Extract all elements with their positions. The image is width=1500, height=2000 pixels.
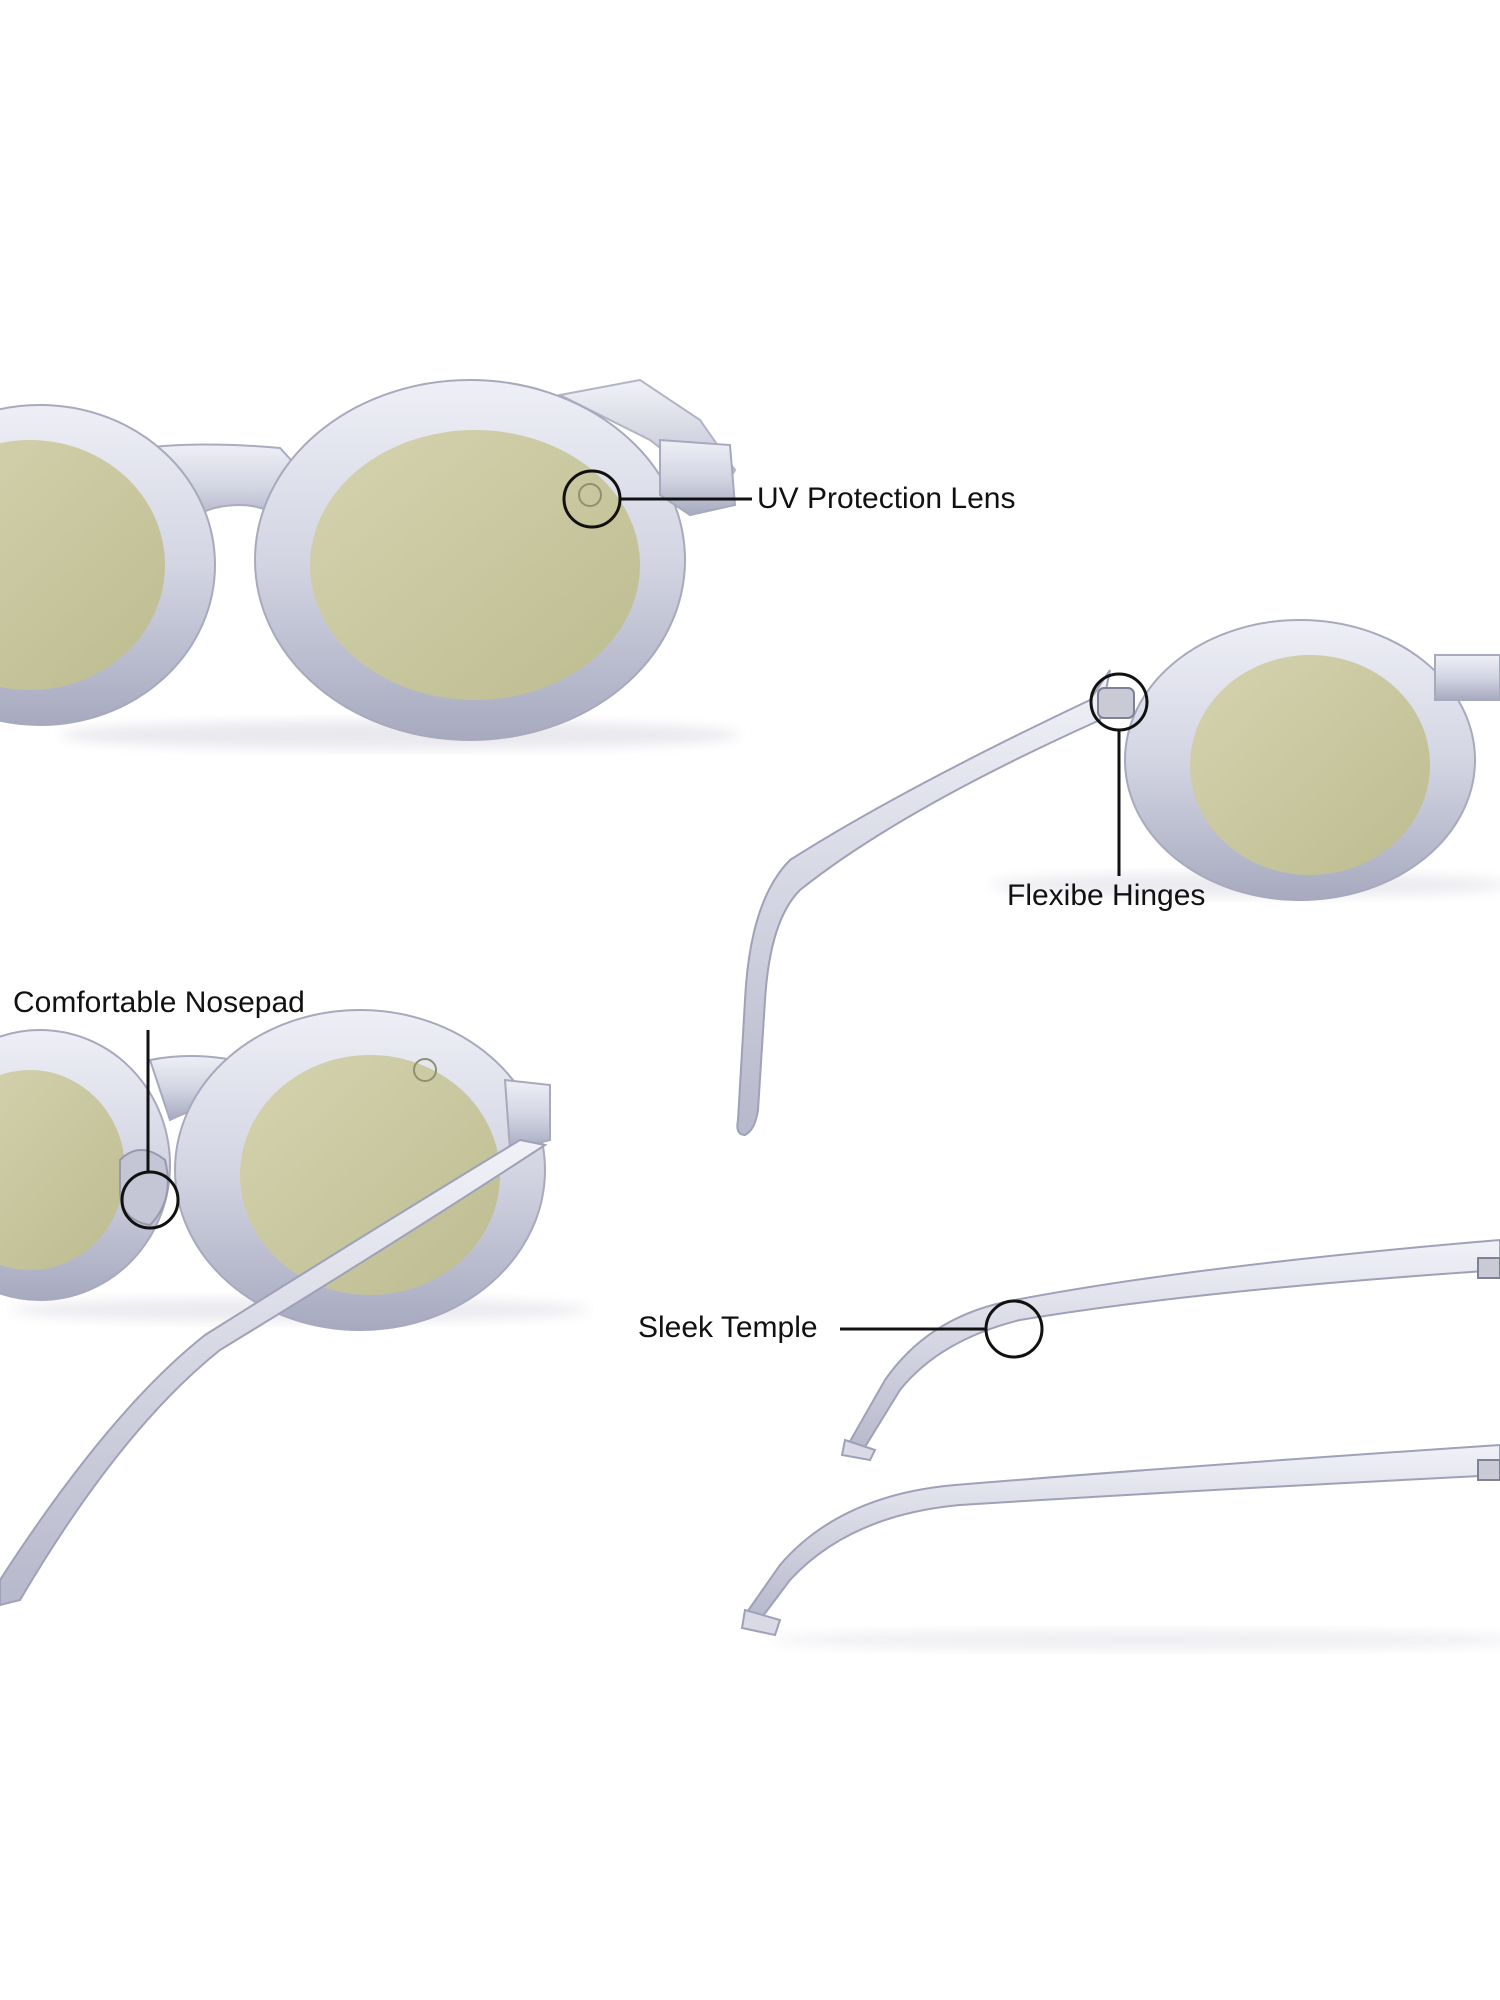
- temple-arm: [736, 669, 1111, 1137]
- shadow: [60, 721, 740, 749]
- shadow: [770, 1630, 1500, 1650]
- logo-mark: [578, 483, 602, 507]
- callout-circle: [120, 1170, 180, 1230]
- callout-temple: [840, 1299, 1044, 1359]
- upper-temple: [843, 1238, 1500, 1457]
- glasses-front-view: [0, 378, 740, 749]
- hinge: [1097, 687, 1135, 719]
- lower-temple-tip: [740, 1608, 782, 1637]
- right-lens: [310, 430, 640, 700]
- bridge: [1434, 654, 1500, 701]
- right-lens: [240, 1055, 500, 1295]
- glasses-back-view: [0, 1009, 590, 1607]
- comfortable-nosepad-label: Comfortable Nosepad: [13, 986, 305, 1019]
- glasses-temples-view: [740, 1238, 1500, 1650]
- sleek-temple-label: Sleek Temple: [638, 1311, 818, 1344]
- uv-protection-label: UV Protection Lens: [757, 482, 1016, 515]
- hinge-lower: [1477, 1459, 1500, 1481]
- hinge-upper: [1477, 1257, 1500, 1279]
- lower-temple: [743, 1443, 1500, 1622]
- glasses-side-view: [736, 619, 1500, 1137]
- callout-hinges: [1089, 672, 1149, 876]
- hinge-block: [503, 1078, 551, 1152]
- callout-uv: [562, 469, 752, 529]
- lens: [1190, 655, 1430, 875]
- left-lens: [0, 440, 165, 690]
- hinge-block: [659, 438, 737, 517]
- temple-arm: [0, 1138, 548, 1607]
- flexible-hinges-label: Flexibe Hinges: [1007, 879, 1206, 912]
- logo-mark: [413, 1058, 437, 1082]
- left-lens: [0, 1070, 125, 1270]
- upper-temple-tip: [840, 1438, 877, 1462]
- callout-nosepad: [120, 1030, 180, 1230]
